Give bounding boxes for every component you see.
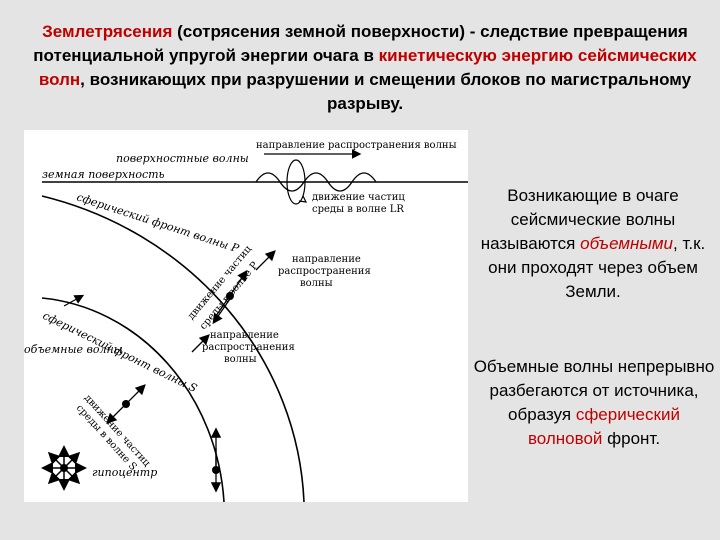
s-particle-lower — [122, 400, 130, 408]
title-text-1: (сотрясения земной поверхности) - следст… — [33, 22, 688, 65]
s-particle-upper — [212, 466, 220, 474]
lr-orbit-arrow — [298, 195, 308, 203]
s-wave-front — [41, 297, 225, 502]
body-waves-description: Возникающие в очаге сейсмические волны н… — [468, 184, 718, 304]
title-text-2: , возникающих при разрушении и смещении … — [80, 70, 692, 113]
wavefront-description: Объемные волны непрерывно разбегаются от… — [470, 355, 718, 451]
surface-waves-label: поверхностные волны — [116, 152, 249, 165]
surface-direction-label: направление распространения волны — [256, 140, 457, 151]
hypocenter-dot — [60, 464, 68, 472]
text1-part2: , т.к. они проходят через объем Земли. — [488, 234, 706, 301]
s-direction-label-2: распространения — [202, 342, 295, 353]
p-direction-label-3: волны — [300, 278, 333, 289]
s-direction-label-3: волны — [224, 354, 257, 365]
p-wave-front — [41, 195, 305, 502]
p-direction-arrow — [255, 250, 276, 271]
s-direction-label-1: направление — [210, 330, 279, 341]
s-direction-arrow — [191, 334, 210, 353]
text2-part1: Объемные волны непрерывно разбегаются от… — [473, 357, 715, 424]
body-waves-label: объемные волны — [24, 343, 123, 356]
hypocenter-label: гипоцентр — [92, 466, 157, 479]
diagram-canvas: земная поверхность поверхностные волны н… — [24, 140, 468, 502]
text2-highlight: сферический волновой — [527, 405, 680, 448]
title-highlight: кинетическую энергию сейсмических волн — [38, 46, 697, 89]
p-particle — [226, 292, 234, 300]
text1-highlight: объемными — [580, 234, 674, 253]
lr-particle-orbit — [286, 159, 306, 205]
surface-wave — [255, 172, 377, 192]
text1-part1: Возникающие в очаге сейсмические волны н… — [480, 186, 679, 253]
lr-motion-label-2: среды в волне LR — [312, 204, 404, 215]
title-term: Землетрясения — [42, 22, 173, 41]
s-body-arrow — [63, 294, 85, 307]
p-motion-arrow-back — [212, 295, 233, 325]
p-direction-label-2: распространения — [278, 266, 371, 277]
ground-surface-label: земная поверхность — [42, 168, 165, 181]
slide-title: Землетрясения (сотрясения земной поверхн… — [30, 20, 700, 116]
lr-motion-label-1: движение частиц — [312, 192, 405, 203]
p-direction-label-1: направление — [292, 254, 361, 265]
text2-part2: фронт. — [602, 429, 661, 448]
seismic-waves-diagram: земная поверхность поверхностные волны н… — [24, 130, 468, 502]
p-wave-front-label: сферический фронт волны P — [75, 190, 241, 255]
